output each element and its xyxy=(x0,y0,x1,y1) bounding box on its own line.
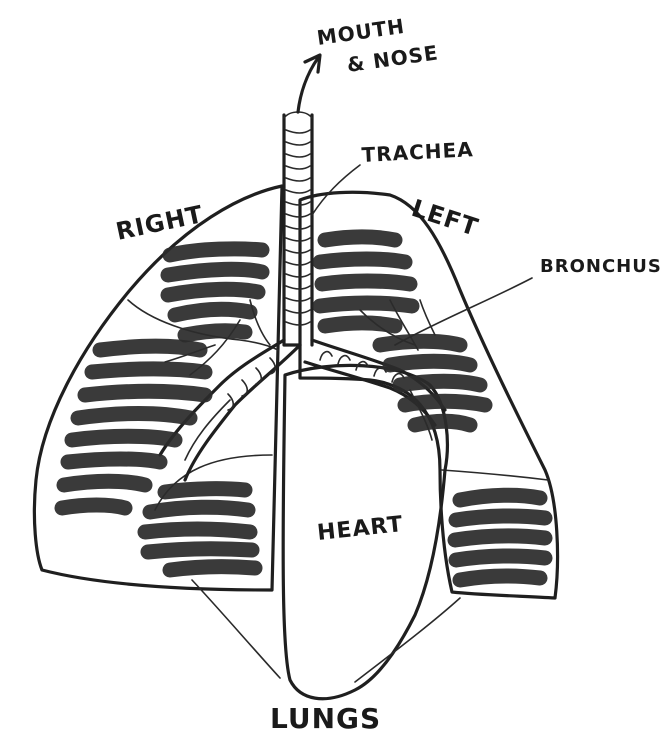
mouth-label-line2: & NOSE xyxy=(345,40,440,77)
heart-label: HEART xyxy=(316,512,405,546)
bronchus-label: BRONCHUS xyxy=(540,256,662,277)
lungs-pointer-left xyxy=(355,598,460,682)
mouth-arrow-line xyxy=(298,58,318,112)
trachea xyxy=(284,112,312,345)
right-lung-label: RIGHT xyxy=(113,200,205,246)
lungs-pointer-right xyxy=(192,580,280,678)
left-lung-label: LEFT xyxy=(408,194,482,242)
lungs-label: LUNGS xyxy=(270,702,381,735)
trachea-pointer xyxy=(312,165,360,215)
trachea-label: TRACHEA xyxy=(361,137,474,167)
left-lung-fissure xyxy=(442,470,548,480)
mouth-label-line1: MOUTH xyxy=(315,14,406,50)
